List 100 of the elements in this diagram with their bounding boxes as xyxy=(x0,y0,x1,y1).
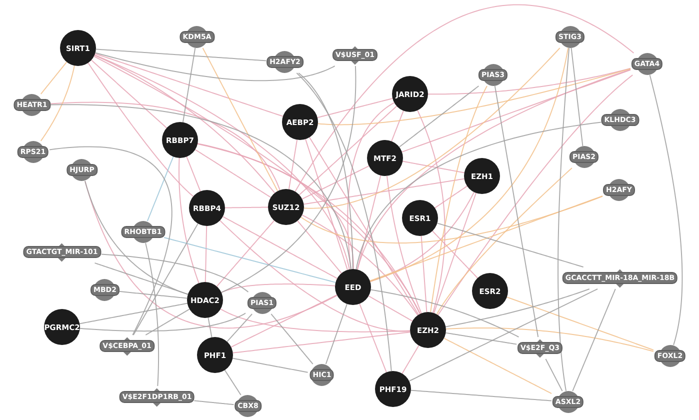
interaction-line xyxy=(370,289,520,338)
interaction-line xyxy=(230,294,338,348)
interaction-line xyxy=(428,68,631,95)
gene-node xyxy=(310,364,334,386)
interaction-line xyxy=(50,104,352,270)
interaction-line xyxy=(224,370,242,396)
interaction-line xyxy=(146,156,174,222)
interaction-line xyxy=(359,303,387,373)
interaction-line xyxy=(93,56,421,314)
interaction-line xyxy=(303,178,465,205)
query-gene-node xyxy=(197,337,233,373)
interaction-line xyxy=(302,165,370,200)
interaction-line xyxy=(506,296,654,351)
interaction-line xyxy=(194,400,234,406)
interaction-line xyxy=(186,156,201,192)
query-gene-node xyxy=(282,104,318,140)
interaction-line xyxy=(94,53,284,117)
interaction-line xyxy=(402,344,420,374)
interaction-line xyxy=(300,196,603,244)
interaction-line xyxy=(222,216,338,279)
interaction-line xyxy=(79,302,188,324)
interaction-line xyxy=(197,143,354,270)
gene-node xyxy=(66,159,98,181)
interaction-line xyxy=(308,136,420,316)
query-gene-node xyxy=(367,140,403,176)
motif-node xyxy=(517,337,563,359)
interaction-line xyxy=(232,358,308,373)
interaction-line xyxy=(220,308,411,332)
interaction-line xyxy=(436,168,572,315)
interaction-line xyxy=(391,110,404,142)
gene-node xyxy=(234,395,262,417)
interaction-line xyxy=(432,230,478,278)
interaction-line xyxy=(79,312,246,332)
interaction-line xyxy=(294,4,634,192)
gene-node xyxy=(552,391,584,413)
interaction-line xyxy=(220,66,356,293)
interaction-line xyxy=(298,106,398,196)
interaction-line xyxy=(270,314,314,364)
interaction-line xyxy=(356,68,631,270)
gene-node xyxy=(266,51,304,73)
interaction-line xyxy=(145,242,160,386)
interaction-line xyxy=(288,139,298,190)
interaction-line xyxy=(649,74,683,346)
query-gene-node xyxy=(375,371,411,407)
motif-node xyxy=(23,241,101,263)
query-gene-node xyxy=(335,269,371,305)
motif-node xyxy=(332,44,378,66)
motif-node xyxy=(562,267,678,289)
interaction-line xyxy=(208,317,212,338)
interaction-line xyxy=(204,226,208,282)
interaction-line xyxy=(202,48,278,192)
interaction-line xyxy=(438,74,634,316)
query-gene-node xyxy=(392,76,428,112)
interaction-line xyxy=(445,332,518,345)
interaction-line xyxy=(317,68,631,126)
interaction-line xyxy=(572,288,616,392)
query-gene-node xyxy=(44,309,80,345)
interaction-line xyxy=(182,48,196,123)
interaction-line xyxy=(558,48,570,392)
query-gene-node xyxy=(464,158,500,194)
motif-node xyxy=(100,335,154,357)
interaction-line xyxy=(305,138,348,270)
query-gene-node xyxy=(268,189,304,225)
query-gene-node xyxy=(472,273,508,309)
interaction-line xyxy=(445,288,590,328)
query-gene-node xyxy=(410,312,446,348)
gene-node xyxy=(555,26,585,48)
interaction-line xyxy=(216,220,275,287)
interaction-line xyxy=(298,72,354,270)
gene-node xyxy=(654,345,686,367)
gene-node xyxy=(14,94,50,116)
interaction-line xyxy=(224,206,268,208)
gene-node xyxy=(90,279,120,301)
interaction-line xyxy=(430,86,488,313)
interaction-line xyxy=(368,295,413,322)
interaction-line xyxy=(570,48,584,146)
interaction-line xyxy=(545,358,563,392)
interaction-line xyxy=(417,110,446,314)
interaction-line xyxy=(194,149,272,198)
interaction-line xyxy=(40,65,75,142)
gene-node xyxy=(17,141,49,163)
interaction-line xyxy=(178,157,200,284)
interaction-line xyxy=(386,175,422,314)
interaction-line xyxy=(370,48,569,282)
gene-node xyxy=(247,292,277,314)
query-gene-node xyxy=(162,122,198,158)
interaction-line xyxy=(369,196,603,282)
interaction-line xyxy=(95,48,267,62)
interaction-line xyxy=(49,146,172,336)
interaction-line xyxy=(232,332,411,354)
interaction-line xyxy=(445,327,654,352)
query-gene-node xyxy=(187,282,223,318)
gene-node xyxy=(121,221,165,243)
interaction-line xyxy=(408,288,598,382)
motif-node xyxy=(119,386,195,408)
interaction-line xyxy=(226,314,253,342)
gene-node xyxy=(569,146,599,168)
interaction-line xyxy=(132,223,198,336)
interaction-line xyxy=(94,52,336,82)
interaction-line xyxy=(164,237,336,283)
